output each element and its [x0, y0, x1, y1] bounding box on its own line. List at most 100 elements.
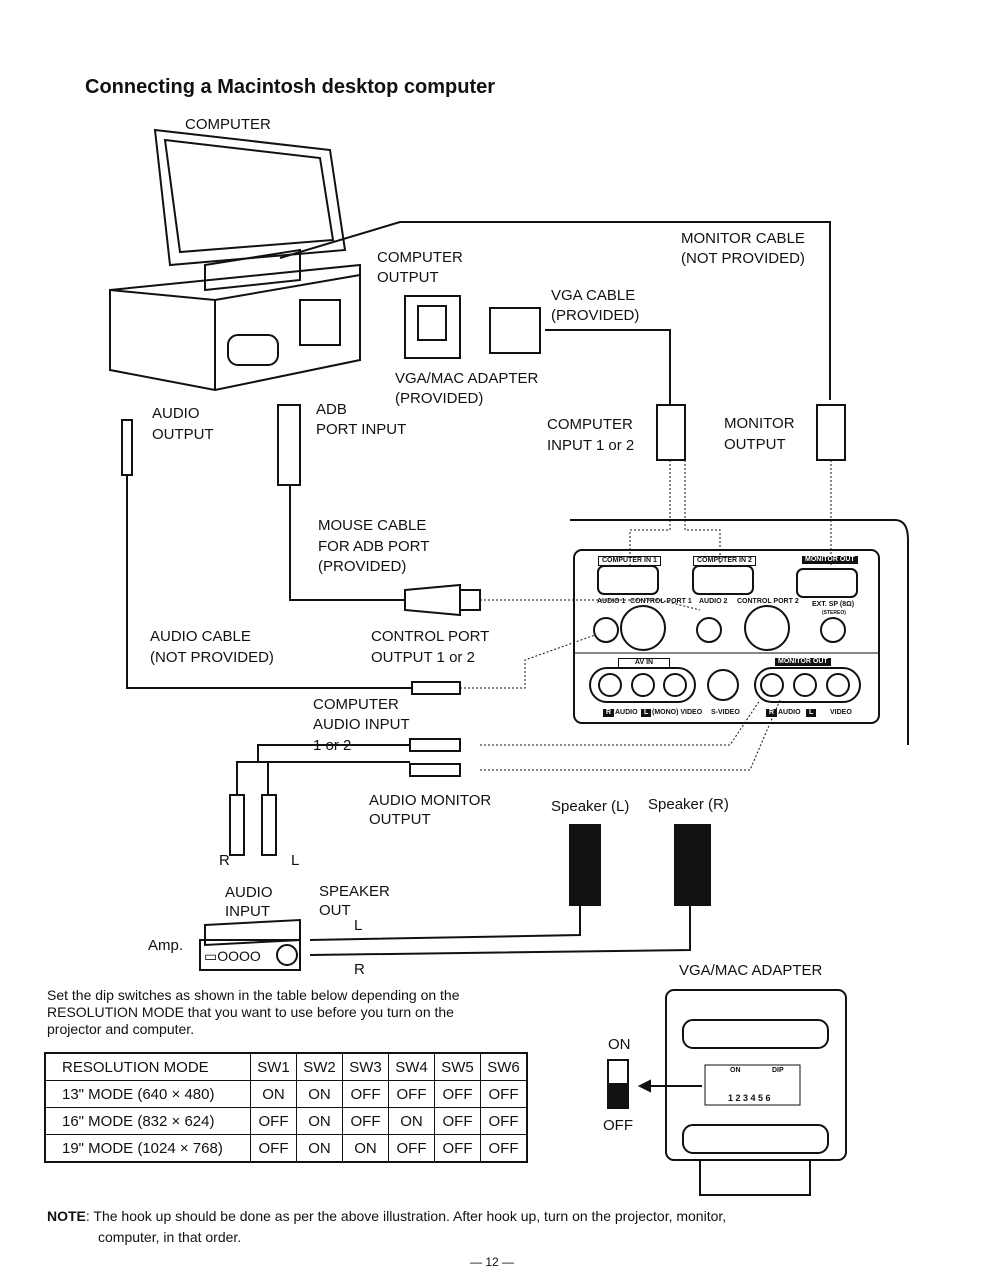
label-mouse-cable-3: (PROVIDED) [318, 558, 407, 575]
note-text: : The hook up should be done as per the … [85, 1208, 727, 1224]
panel-control-port-1: CONTROL PORT 1 [630, 598, 692, 605]
note-line-2: computer, in that order. [98, 1229, 242, 1245]
table-cell: ON [296, 1107, 343, 1135]
label-adb: ADB [316, 401, 347, 418]
mouse-cable [289, 485, 405, 601]
label-audio-cable-2: (NOT PROVIDED) [150, 649, 274, 666]
label-computer: COMPUTER [185, 116, 271, 133]
table-cell: OFF [388, 1134, 435, 1163]
panel-audio: AUDIO [615, 709, 638, 716]
label-off: OFF [603, 1117, 633, 1134]
table-cell: OFF [250, 1107, 297, 1135]
header-cell: SW3 [342, 1052, 389, 1081]
vga-cable [545, 329, 671, 405]
label-audio-cable: AUDIO CABLE [150, 628, 251, 645]
dip-label: DIP [772, 1067, 784, 1074]
speaker-wire-r [309, 905, 691, 956]
vga-mac-adapter-detail [607, 989, 847, 1196]
projector-panel [573, 549, 880, 724]
panel-stereo: (STEREO) [822, 610, 846, 616]
label-adapter-title: VGA/MAC ADAPTER [679, 962, 823, 979]
table-cell: ON [342, 1134, 389, 1163]
label-monitor-cable: MONITOR CABLE [681, 230, 805, 247]
panel-monitor-out-2: MONITOR OUT [775, 658, 831, 666]
audio-output-plug [121, 419, 133, 476]
table-header-row: RESOLUTION MODE SW1 SW2 SW3 SW4 SW5 SW6 [44, 1052, 528, 1081]
table-cell: OFF [388, 1080, 435, 1108]
panel-l-badge-2: L [806, 709, 817, 717]
label-speaker-r-wire: R [354, 961, 365, 978]
label-speaker-out: SPEAKER [319, 883, 390, 900]
speaker-wire-l [309, 905, 581, 941]
panel-computer-in-1: COMPUTER IN 1 [598, 556, 661, 566]
panel-video: VIDEO [830, 709, 852, 716]
label-monitor-output-2: OUTPUT [724, 436, 786, 453]
label-vga-mac-adapter-2: (PROVIDED) [395, 390, 484, 407]
table-cell: OFF [434, 1080, 481, 1108]
label-computer-audio-input: COMPUTER [313, 696, 399, 713]
table-cell: OFF [342, 1107, 389, 1135]
label-vga-cable-2: (PROVIDED) [551, 307, 640, 324]
table-cell: OFF [480, 1080, 528, 1108]
table-cell: 19" MODE (1024 × 768) [44, 1134, 251, 1163]
speaker-l-box [569, 824, 601, 906]
note-label: NOTE [47, 1208, 86, 1224]
panel-s-video: S-VIDEO [711, 709, 740, 716]
instructions-line-1: Set the dip switches as shown in the tab… [47, 987, 460, 1003]
header-cell: SW4 [388, 1052, 435, 1081]
page-number: — 12 — [470, 1255, 515, 1269]
label-speaker-l: Speaker (L) [551, 798, 630, 815]
label-computer-output-2: OUTPUT [377, 269, 439, 286]
header-cell: SW6 [480, 1052, 528, 1081]
amp-illustration [199, 918, 301, 971]
panel-r-badge: R [603, 709, 615, 717]
label-control-port: CONTROL PORT [371, 628, 490, 645]
panel-audio-2: AUDIO 2 [699, 598, 728, 605]
dip-on-label: ON [730, 1067, 741, 1074]
dip-numbers: 1 2 3 4 5 6 [728, 1093, 771, 1103]
monitor-output-plug [816, 404, 846, 461]
label-adb-2: PORT INPUT [316, 421, 407, 438]
panel-l-badge: L [641, 709, 652, 717]
header-cell: SW2 [296, 1052, 343, 1081]
table-cell: OFF [434, 1107, 481, 1135]
label-on: ON [608, 1036, 631, 1053]
amp-display: ▭OOOO [204, 948, 261, 964]
label-computer-output: COMPUTER [377, 249, 463, 266]
adb-plug [277, 404, 301, 486]
audio-cable [126, 475, 412, 689]
table-cell: OFF [342, 1080, 389, 1108]
label-speaker-l-wire: L [354, 917, 363, 934]
panel-monitor-out: MONITOR OUT [802, 556, 858, 564]
computer-input-plug [656, 404, 686, 461]
label-monitor-output: MONITOR [724, 415, 795, 432]
audio-cable-plug [411, 681, 461, 695]
label-audio-monitor-output: AUDIO MONITOR [369, 792, 492, 809]
label-r: R [219, 852, 230, 869]
table-row: 16" MODE (832 × 624) OFF ON OFF ON OFF O… [44, 1107, 528, 1135]
label-monitor-cable-2: (NOT PROVIDED) [681, 250, 805, 267]
header-cell: SW5 [434, 1052, 481, 1081]
label-audio-output-2: OUTPUT [152, 426, 214, 443]
label-amp: Amp. [148, 937, 184, 954]
label-speaker-r: Speaker (R) [648, 796, 729, 813]
table-cell: ON [296, 1080, 343, 1108]
label-speaker-out-2: OUT [319, 902, 351, 919]
label-computer-audio-input-2: AUDIO INPUT [313, 716, 410, 733]
table-cell: ON [296, 1134, 343, 1163]
label-audio-monitor-output-2: OUTPUT [369, 811, 431, 828]
panel-ext-sp: EXT. SP (8Ω) [812, 601, 855, 608]
label-audio-input: AUDIO [225, 884, 273, 901]
monitor-cable [279, 221, 831, 400]
table-cell: OFF [480, 1134, 528, 1163]
label-mouse-cable: MOUSE CABLE [318, 517, 427, 534]
table-cell: OFF [250, 1134, 297, 1163]
table-cell: 16" MODE (832 × 624) [44, 1107, 251, 1135]
note-line-1: NOTE: The hook up should be done as per … [47, 1206, 726, 1226]
label-computer-input-2: INPUT 1 or 2 [547, 437, 635, 454]
label-audio-output: AUDIO [152, 405, 200, 422]
vga-cable-plug [489, 307, 541, 354]
instructions-line-3: projector and computer. [47, 1021, 195, 1037]
header-cell: RESOLUTION MODE [44, 1052, 251, 1081]
